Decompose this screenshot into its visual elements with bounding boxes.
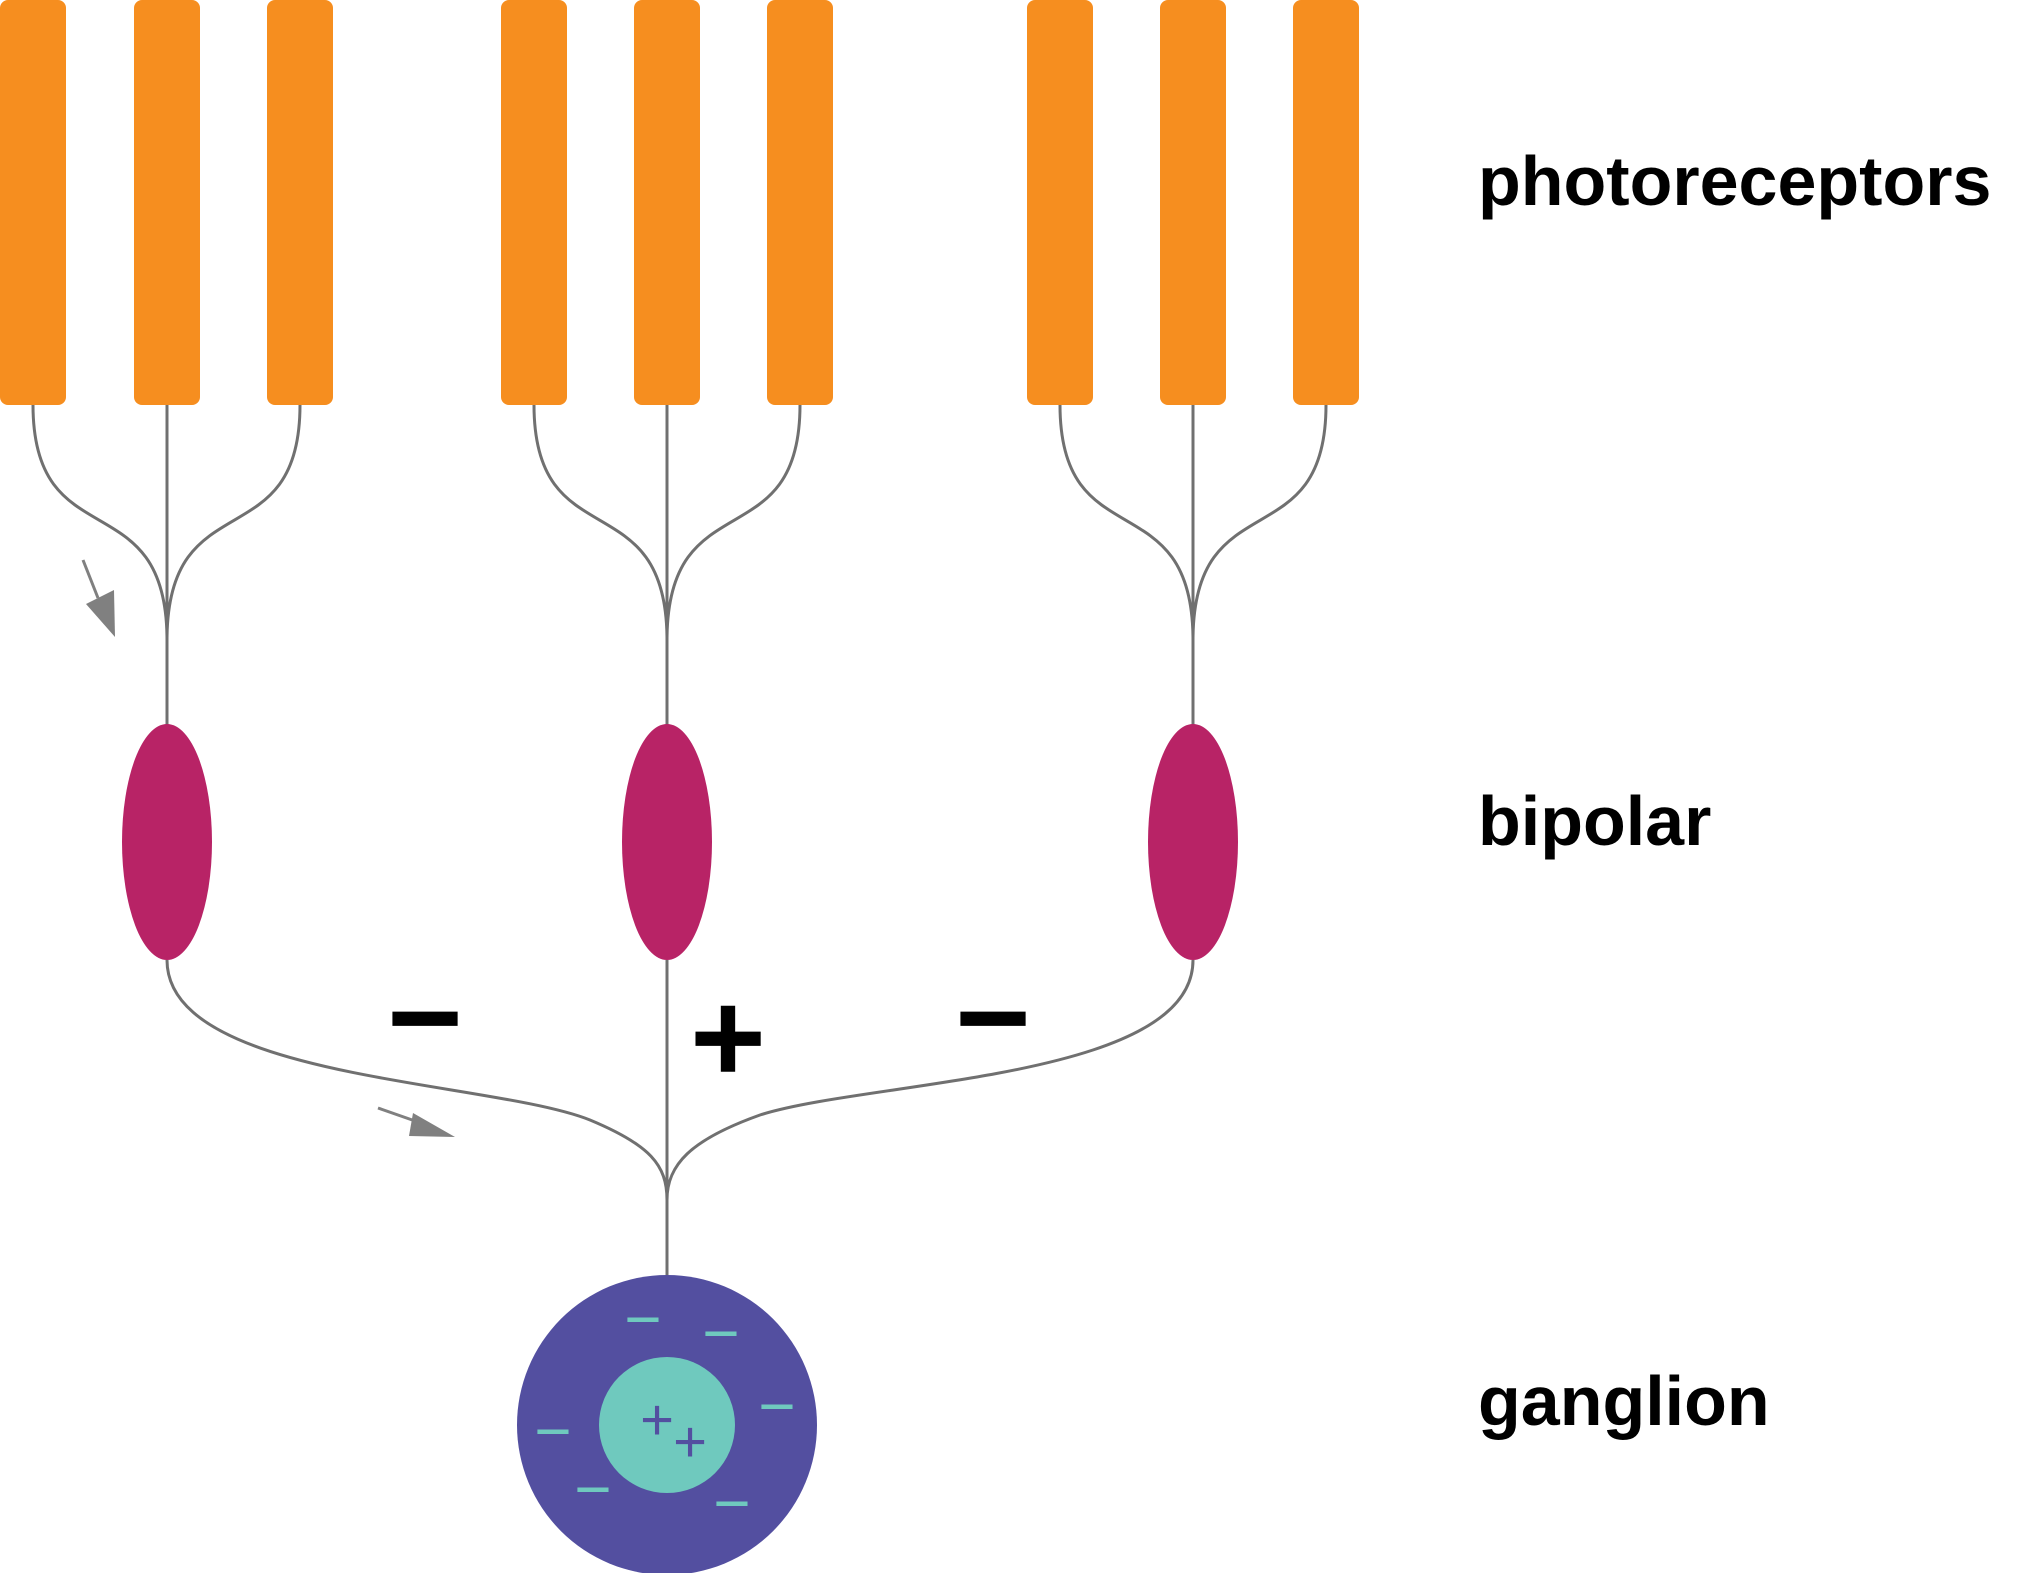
arrow-shaft [81,559,100,599]
bipolar-cell [122,724,212,960]
photoreceptor-group-left [0,0,333,405]
dendrite [532,404,669,641]
arrow-shaft [377,1106,419,1124]
sign-minus-left: − [387,944,463,1090]
photoreceptor [767,0,833,405]
photoreceptor-group-center [501,0,833,405]
axon-left [165,959,669,1201]
photoreceptor [267,0,333,405]
arrow-head-down [86,590,115,637]
dendrite [31,404,169,641]
charge-minus: − [702,1297,739,1369]
sign-minus-right: − [955,944,1031,1090]
bipolar-cell [1148,724,1238,960]
label-bipolar: bipolar [1478,782,1711,860]
dendrite [1191,404,1328,641]
arrow-head-right [409,1113,455,1137]
axon-right [665,959,1195,1201]
photoreceptor-group-right [1027,0,1359,405]
label-photoreceptors: photoreceptors [1478,142,1991,220]
signal-arrows [81,559,455,1137]
dendrite [165,404,302,641]
charge-minus: − [574,1453,611,1525]
photoreceptor [134,0,200,405]
charge-minus: − [624,1283,661,1355]
photoreceptor [1293,0,1359,405]
charge-plus: + [673,1409,707,1474]
charge-minus: − [534,1395,571,1467]
ganglion-cell: + + − − − − − − [517,1275,817,1573]
charge-minus: − [713,1467,750,1539]
dendrite [665,404,802,641]
photoreceptor [634,0,700,405]
charge-minus: − [758,1370,795,1442]
label-ganglion: ganglion [1478,1362,1770,1440]
bipolar-cell [622,724,712,960]
sign-plus-center: + [690,964,766,1110]
photoreceptor-bipolar-wiring [31,404,1328,725]
photoreceptor [1160,0,1226,405]
photoreceptor [0,0,66,405]
charge-plus: + [640,1387,674,1452]
photoreceptor [1027,0,1093,405]
ganglion-center [599,1357,735,1493]
bipolar-ganglion-wiring [165,959,1195,1280]
photoreceptor [501,0,567,405]
dendrite [1058,404,1195,641]
bipolar-cells [122,724,1238,960]
